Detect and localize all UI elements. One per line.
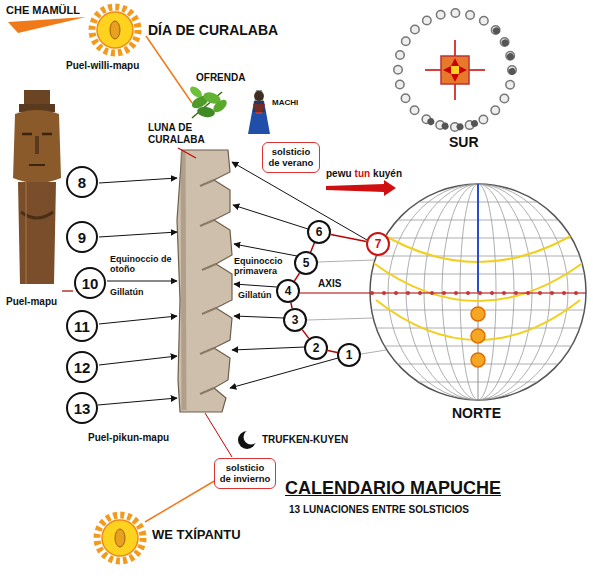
direction-label: Puel-pikun-mapu bbox=[88, 432, 169, 444]
month-circle: 1 bbox=[337, 343, 361, 367]
figure-name: CHE MAMÜLL bbox=[6, 4, 80, 17]
axis-dots bbox=[372, 291, 584, 295]
callout-number: 9 bbox=[78, 230, 86, 245]
solstice-line bbox=[205, 413, 232, 457]
month-circle: 4 bbox=[276, 279, 300, 303]
month-link bbox=[311, 243, 315, 252]
che-mamull-figure bbox=[13, 90, 61, 284]
callout-number: 4 bbox=[285, 285, 292, 297]
callout-number: 5 bbox=[303, 257, 310, 269]
solstice-line bbox=[145, 480, 216, 522]
month-link bbox=[294, 273, 299, 281]
moon-phrase: pewu bbox=[326, 168, 352, 180]
box-text: solsticio de verano bbox=[267, 146, 315, 169]
luna-pointer bbox=[178, 148, 196, 158]
equinox-label: Equinoccio de otoño bbox=[110, 254, 172, 275]
red-pointer bbox=[326, 180, 396, 196]
month-circle: 9 bbox=[66, 221, 98, 253]
month-link bbox=[302, 330, 309, 339]
event-label: WE TXÍPANTU bbox=[152, 528, 241, 543]
direction-label: Puel-willi-mapu bbox=[66, 60, 139, 72]
callout-number: 3 bbox=[292, 314, 299, 326]
month-arrows bbox=[98, 178, 177, 405]
callout-number: 12 bbox=[74, 360, 91, 375]
month-link bbox=[328, 350, 338, 352]
month-circle: 8 bbox=[66, 166, 98, 198]
diagram-caption: 13 LUNACIONES ENTRE SOLSTICIOS bbox=[289, 504, 469, 516]
event-label: DÍA DE CURALABA bbox=[148, 22, 278, 38]
offering-leaves bbox=[188, 84, 229, 118]
month-circle: 12 bbox=[66, 351, 98, 383]
moon-phase-ring bbox=[382, 0, 528, 143]
solstice-box: solsticio de verano bbox=[262, 142, 320, 173]
machi-figure bbox=[248, 90, 270, 134]
ceremony-label: Gillatún bbox=[110, 287, 144, 297]
diagram-title: CALENDARIO MAPUCHE bbox=[285, 478, 501, 499]
axis-line bbox=[62, 290, 73, 291]
direction-label: Puel-mapu bbox=[6, 296, 57, 308]
sun-icon bbox=[97, 515, 143, 561]
callout-number: 11 bbox=[74, 319, 90, 334]
ceremony-label: Gillatún bbox=[238, 290, 272, 300]
moon-phrase: tun bbox=[355, 168, 371, 180]
month-circle: 10 bbox=[74, 267, 106, 299]
orange-pointer bbox=[8, 17, 86, 33]
cardinal-label: SUR bbox=[449, 134, 479, 150]
month-circle: 7 bbox=[366, 232, 390, 256]
month-circle: 6 bbox=[307, 220, 331, 244]
person-label: MACHI bbox=[272, 98, 298, 107]
callout-number: 10 bbox=[82, 276, 99, 291]
box-text: solsticio de invierno bbox=[219, 462, 271, 485]
carved-column bbox=[177, 150, 232, 412]
axis-line bbox=[300, 292, 586, 293]
month-circle: 5 bbox=[294, 251, 318, 275]
callout-number: 6 bbox=[316, 226, 323, 238]
callout-number: 1 bbox=[346, 349, 353, 361]
month-circle: 11 bbox=[66, 310, 98, 342]
month-link bbox=[331, 234, 366, 241]
month-circle: 3 bbox=[283, 308, 307, 332]
month-circle: 2 bbox=[304, 336, 328, 360]
solstice-box: solsticio de invierno bbox=[214, 458, 276, 489]
month-circle: 13 bbox=[66, 392, 98, 424]
sun-icon bbox=[92, 7, 138, 53]
callout-number: 2 bbox=[313, 342, 320, 354]
offering-label: OFRENDA bbox=[196, 72, 245, 84]
month-arrows bbox=[230, 162, 367, 388]
callout-number: 7 bbox=[375, 238, 382, 250]
moon-phrase: kuyén bbox=[373, 168, 402, 180]
axis-label: AXIS bbox=[318, 278, 341, 290]
moon-label: LUNA DE CURALABA bbox=[148, 122, 210, 145]
new-moon-icon bbox=[238, 430, 259, 450]
callout-number: 13 bbox=[74, 401, 91, 416]
offering-line bbox=[146, 36, 192, 103]
moon-label: TRUFKEN-KUYEN bbox=[262, 434, 348, 446]
sky-chart bbox=[370, 184, 586, 400]
callout-number: 8 bbox=[78, 175, 86, 190]
cardinal-label: NORTE bbox=[452, 405, 501, 421]
equinox-label: Equinoccio primavera bbox=[234, 256, 292, 277]
